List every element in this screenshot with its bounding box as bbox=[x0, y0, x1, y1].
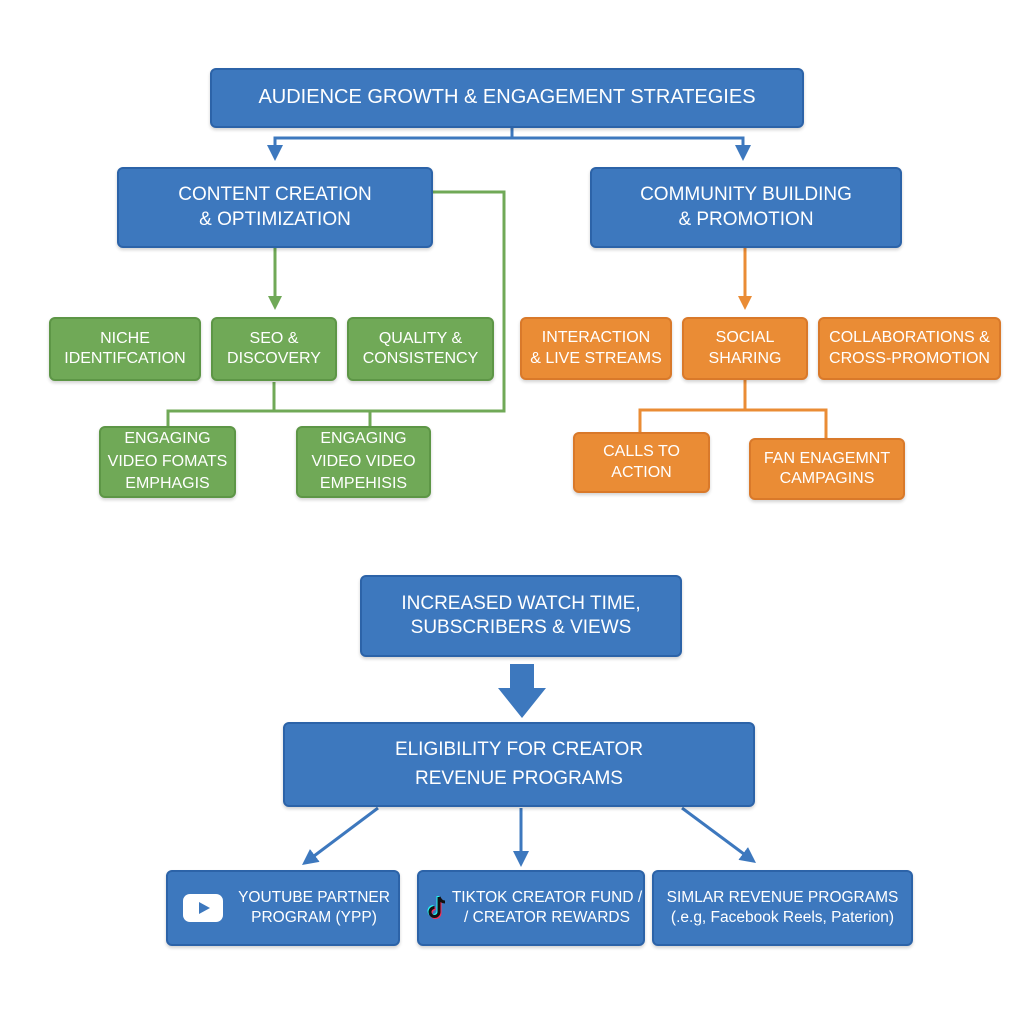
outcome-line-2: SUBSCRIBERS & VIEWS bbox=[410, 617, 632, 638]
outcome-line-1: INCREASED WATCH TIME, bbox=[401, 592, 641, 614]
outcome-arrow bbox=[498, 664, 546, 718]
content-connectors bbox=[166, 190, 506, 426]
collab-line-1: COLLABORATIONS & bbox=[829, 329, 990, 347]
social-sharing-node: SOCIAL SHARING bbox=[682, 317, 808, 380]
seo-discovery-node: SEO & DISCOVERY bbox=[211, 317, 337, 381]
eligibility-line-1: ELIGIBILITY FOR CREATOR bbox=[394, 739, 644, 760]
formats-line-2: VIDEO FOMATS bbox=[107, 452, 228, 470]
quality-line-1: QUALITY & bbox=[378, 329, 463, 347]
cta-line-2: ACTION bbox=[611, 463, 672, 481]
similar-line-1: SIMLAR REVENUE PROGRAMS bbox=[666, 889, 899, 907]
outcome-node: INCREASED WATCH TIME, SUBSCRIBERS & VIEW… bbox=[360, 575, 682, 657]
content-creation-node: CONTENT CREATION & OPTIMIZATION bbox=[117, 167, 433, 248]
youtube-line-2: PROGRAM (YPP) bbox=[251, 909, 377, 926]
community-building-title: COMMUNITY BUILDING bbox=[640, 184, 852, 206]
quality-line-2: CONSISTENCY bbox=[362, 350, 479, 367]
program-similar-node: SIMLAR REVENUE PROGRAMS (.e.g, Facebook … bbox=[652, 870, 913, 946]
youtube-line-1: YOUTUBE PARTNER bbox=[238, 889, 390, 907]
tiktok-program-text: TIKTOK CREATOR FUND / / CREATOR REWARDS bbox=[451, 888, 643, 928]
seo-line-1: SEO & bbox=[249, 329, 299, 347]
interaction-line-1: INTERACTION bbox=[541, 329, 651, 347]
formats-line-3: EMPHAGIS bbox=[125, 475, 210, 493]
seo-line-2: DISCOVERY bbox=[227, 350, 321, 367]
niche-line-1: NICHE bbox=[100, 329, 150, 347]
similar-line-2: (.e.g, Facebook Reels, Paterion) bbox=[670, 909, 895, 926]
emphasis-line-3: EMPEHISIS bbox=[319, 475, 408, 493]
content-creation-title: CONTENT CREATION bbox=[178, 184, 372, 206]
program-connectors bbox=[302, 806, 757, 867]
quality-consistency-node: QUALITY & CONSISTENCY bbox=[347, 317, 494, 381]
root-title: AUDIENCE GROWTH & ENGAGEMENT STRATEGIES bbox=[258, 86, 756, 109]
eligibility-line-2: REVENUE PROGRAMS bbox=[415, 767, 623, 789]
eligibility-node: ELIGIBILITY FOR CREATOR REVENUE PROGRAMS bbox=[283, 722, 755, 807]
fan-engagement-node: FAN ENAGEMNT CAMPAGINS bbox=[749, 438, 905, 500]
engaging-video-emphasis-node: ENGAGING VIDEO VIDEO EMPEHISIS bbox=[296, 426, 431, 498]
tiktok-line-1: TIKTOK CREATOR FUND / bbox=[451, 889, 643, 907]
emphasis-line-1: ENGAGING bbox=[320, 430, 407, 448]
fan-line-2: CAMPAGINS bbox=[779, 470, 875, 487]
youtube-program-text: YOUTUBE PARTNER PROGRAM (YPP) bbox=[230, 888, 398, 928]
emphasis-line-2: VIDEO VIDEO bbox=[311, 452, 416, 470]
social-line-1: SOCIAL bbox=[715, 329, 775, 347]
interaction-live-streams-node: INTERACTION & LIVE STREAMS bbox=[520, 317, 672, 380]
fan-line-1: FAN ENAGEMNT bbox=[763, 449, 891, 467]
niche-line-2: IDENTIFCATION bbox=[64, 350, 186, 367]
engaging-video-formats-node: ENGAGING VIDEO FOMATS EMPHAGIS bbox=[99, 426, 236, 498]
community-building-subtitle: & PROMOTION bbox=[678, 208, 814, 230]
community-building-node: COMMUNITY BUILDING & PROMOTION bbox=[590, 167, 902, 248]
root-connector bbox=[267, 128, 751, 161]
root-node: AUDIENCE GROWTH & ENGAGEMENT STRATEGIES bbox=[210, 68, 804, 128]
social-line-2: SHARING bbox=[708, 349, 782, 367]
collaborations-node: COLLABORATIONS & CROSS-PROMOTION bbox=[818, 317, 1001, 380]
program-tiktok-node: TIKTOK CREATOR FUND / / CREATOR REWARDS bbox=[417, 870, 645, 946]
content-creation-subtitle: & OPTIMIZATION bbox=[199, 208, 351, 230]
formats-line-1: ENGAGING bbox=[124, 430, 211, 448]
cta-line-1: CALLS TO bbox=[603, 443, 680, 461]
niche-identification-node: NICHE IDENTIFCATION bbox=[49, 317, 201, 381]
program-youtube-node: YOUTUBE PARTNER PROGRAM (YPP) bbox=[166, 870, 400, 946]
interaction-line-2: & LIVE STREAMS bbox=[530, 349, 662, 367]
calls-to-action-node: CALLS TO ACTION bbox=[573, 432, 710, 493]
collab-line-2: CROSS-PROMOTION bbox=[829, 349, 990, 367]
community-connectors bbox=[638, 248, 828, 438]
tiktok-icon bbox=[427, 896, 446, 919]
tiktok-line-2: / CREATOR REWARDS bbox=[464, 909, 630, 926]
youtube-icon bbox=[183, 894, 223, 922]
